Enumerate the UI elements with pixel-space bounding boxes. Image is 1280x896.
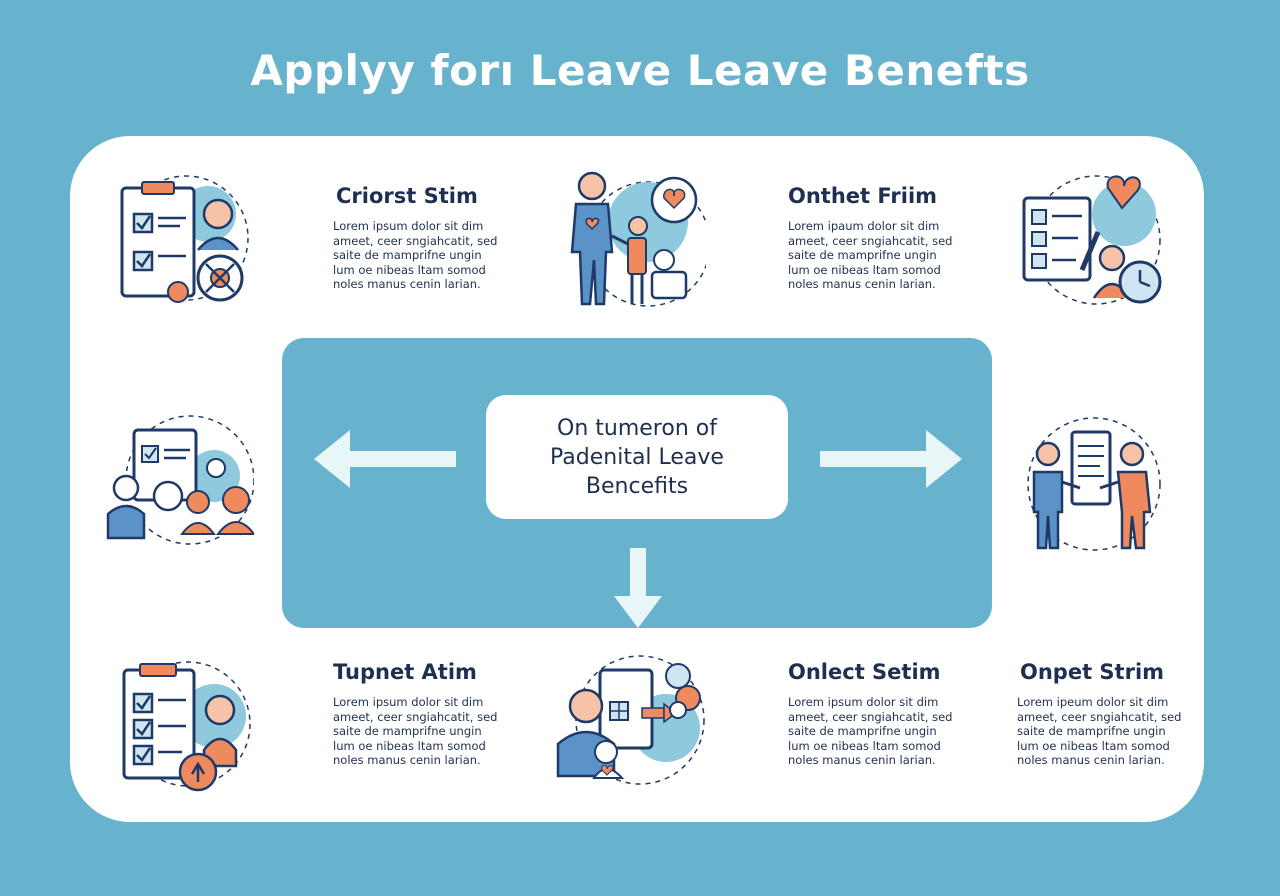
step-5-line-2: ameet, ceer sngiahcatit, sed <box>1017 709 1182 724</box>
step-3-line-2: ameet, ceer sngiahcatit, sed <box>333 709 498 724</box>
step-1-line-2: ameet, ceer sngiahcatit, sed <box>333 233 498 248</box>
step-5-line-4: lum oe nibeas ltam somod <box>1017 738 1170 753</box>
step-5-line-1: Lorem ipeum dolor sit dim <box>1017 695 1169 709</box>
step-3-line-3: saite de mamprifne ungin <box>333 724 482 739</box>
step-4-body: Lorem ipsum dolor sit dim ameet, ceer sn… <box>788 695 963 768</box>
step-5-body: Lorem ipeum dolor sit dim ameet, ceer sn… <box>1017 695 1192 768</box>
step-1-line-1: Lorem ipsum dolor sit dim <box>333 219 484 233</box>
checklist-woman-icon <box>106 650 256 800</box>
arrow-down-icon <box>614 548 662 628</box>
center-line-2: Padenital Leave <box>550 444 724 470</box>
step-5-line-5: noles manus cenin larian. <box>1017 753 1165 768</box>
arrow-right-icon <box>820 430 962 488</box>
checklist-person-icon <box>106 166 256 316</box>
step-2-line-4: lum oe nibeas ltam somod <box>788 262 941 277</box>
step-1-line-5: noles manus cenin larian. <box>333 277 481 292</box>
step-4-line-1: Lorem ipsum dolor sit dim <box>788 695 939 709</box>
step-5-title: Onpet Strim <box>1020 660 1165 684</box>
step-4-line-3: saite de mamprifne ungin <box>788 724 937 739</box>
step-3-line-4: lum oe nibeas ltam somod <box>333 738 486 753</box>
step-4-line-2: ameet, ceer sngiahcatit, sed <box>788 709 953 724</box>
step-3-line-1: Lorem ipsum dolor sit dim <box>333 695 484 709</box>
step-1-line-3: saite de mamprifne ungin <box>333 248 482 263</box>
step-2-title: Onthet Friim <box>788 184 938 208</box>
page-title: Applyy forı Leave Leave Benefts <box>250 46 1030 95</box>
step-3-line-5: noles manus cenin larian. <box>333 753 481 768</box>
document-handshake-icon <box>1020 412 1170 562</box>
meeting-group-icon <box>104 410 254 560</box>
step-2-body: Lorem ipaum dolor sit dim ameet, ceer sn… <box>788 219 963 292</box>
step-1-body: Lorem ipsum dolor sit dim ameet, ceer sn… <box>333 219 508 292</box>
parent-baby-document-icon <box>556 648 706 798</box>
step-2-line-5: noles manus cenin larian. <box>788 277 936 292</box>
step-2-line-2: ameet, ceer sngiahcatit, sed <box>788 233 953 248</box>
step-1-line-4: lum oe nibeas ltam somod <box>333 262 486 277</box>
center-card: On tumeron of Padenital Leave Bencefits <box>486 395 788 519</box>
checklist-clock-icon <box>1016 166 1166 316</box>
center-line-3: Bencefits <box>585 473 689 499</box>
step-1-title: Criorst Stim <box>336 184 478 208</box>
step-2-line-3: saite de mamprifne ungin <box>788 248 937 263</box>
step-2-line-1: Lorem ipaum dolor sit dim <box>788 219 940 233</box>
step-3-body: Lorem ipsum dolor sit dim ameet, ceer sn… <box>333 695 508 768</box>
step-5-line-3: saite de mamprifne ungin <box>1017 724 1166 739</box>
step-4-title: Onlect Setim <box>788 660 941 684</box>
center-line-1: On tumeron of <box>557 415 717 441</box>
step-3-title: Tupnet Atim <box>333 660 477 684</box>
step-4-line-5: noles manus cenin larian. <box>788 753 936 768</box>
parent-child-heart-icon <box>556 164 706 314</box>
step-4-line-4: lum oe nibeas ltam somod <box>788 738 941 753</box>
arrow-left-icon <box>314 430 456 488</box>
